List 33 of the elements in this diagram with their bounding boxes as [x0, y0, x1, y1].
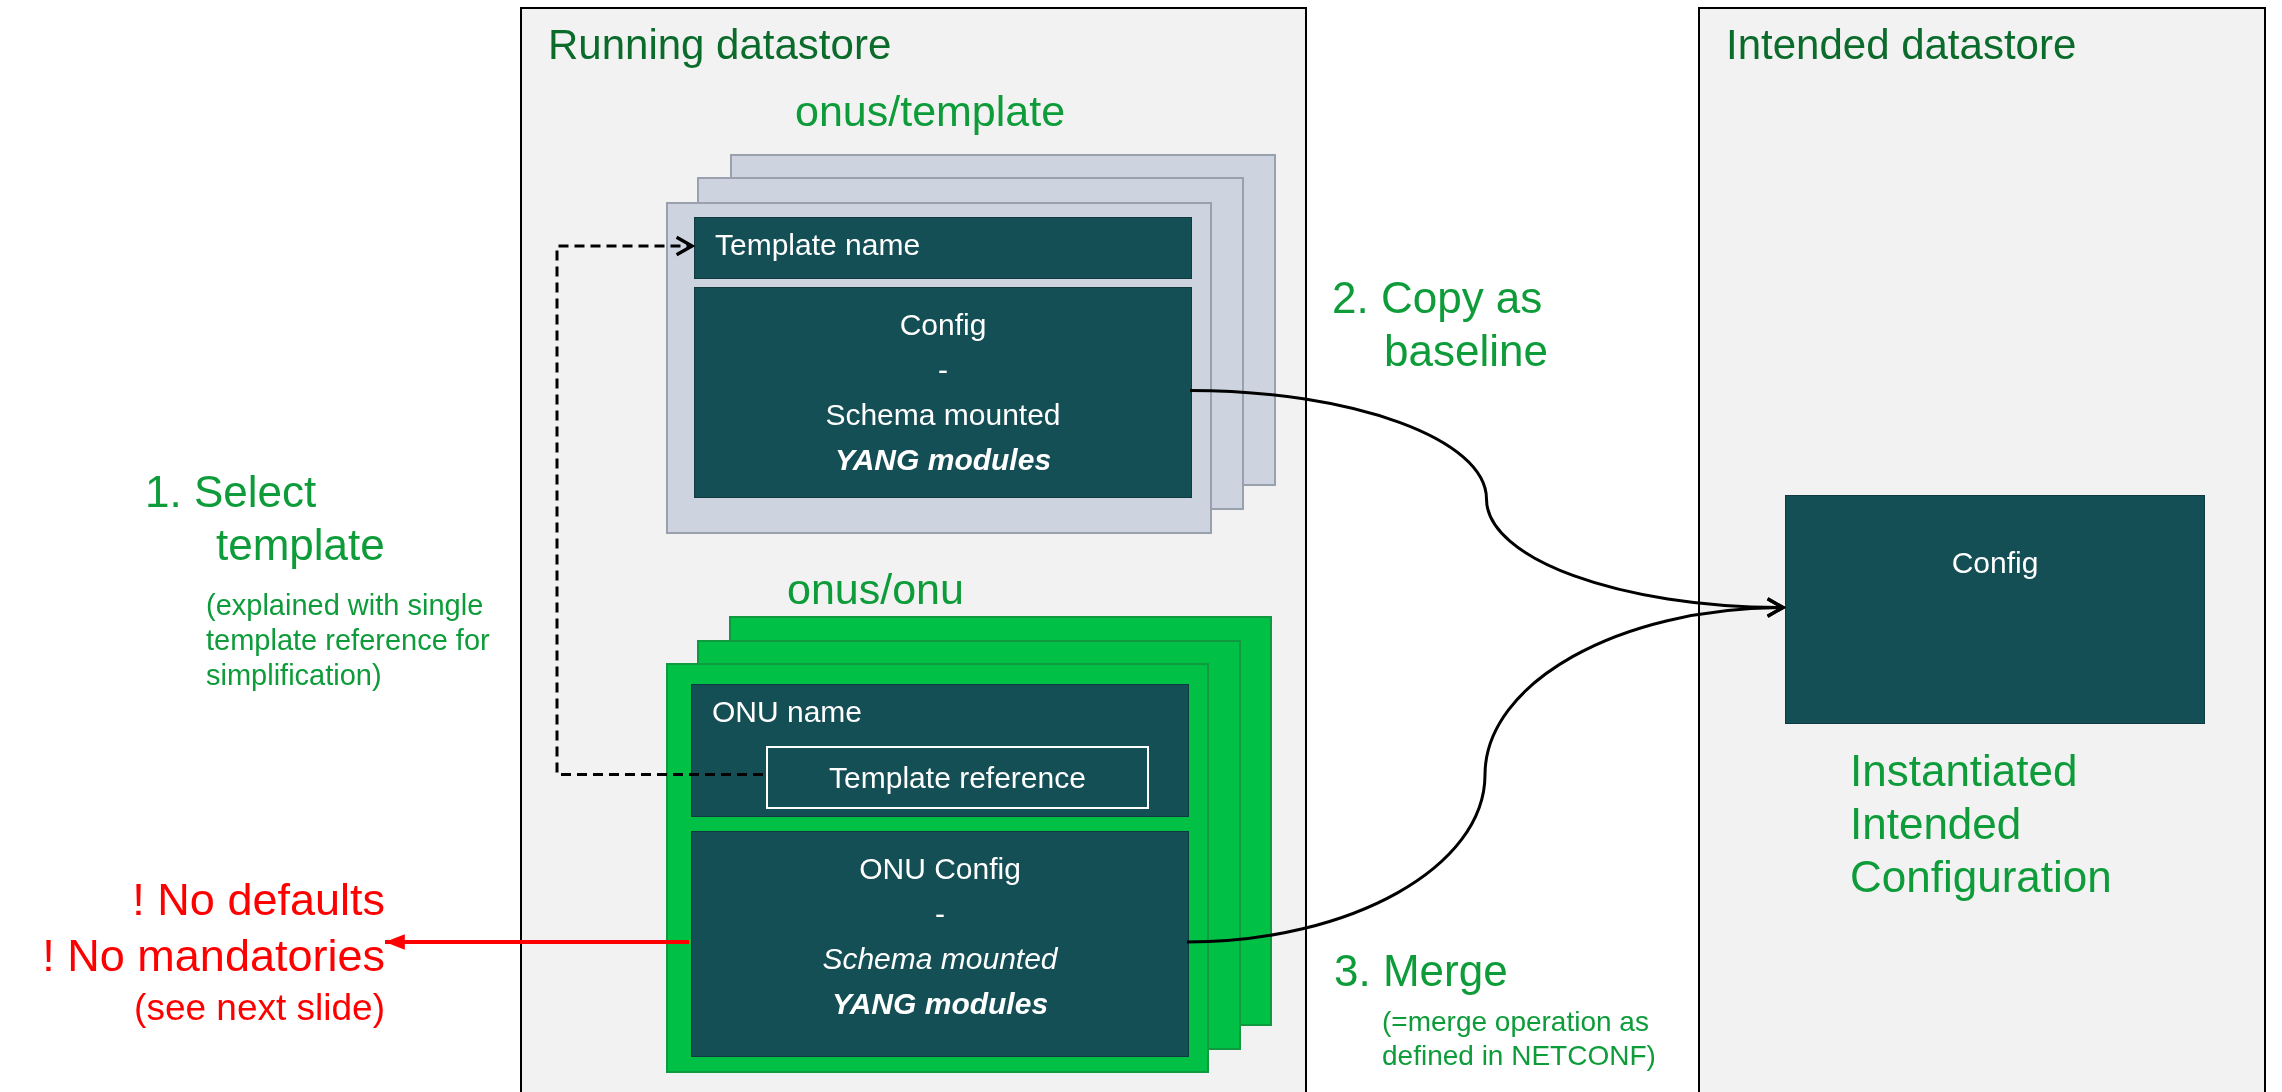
step-label: 1. Select template [145, 466, 386, 571]
config-text: - [938, 352, 948, 388]
bar-text: Template name [715, 228, 921, 262]
step-label: (explained with single template reference for simplification) [206, 588, 491, 693]
config-block [691, 831, 1189, 1057]
config-text: ONU Config [859, 851, 1021, 887]
step-label: 3. Merge [1334, 945, 1509, 997]
config-block [694, 287, 1192, 498]
reference-field: Template reference [766, 746, 1149, 809]
config-text: Config [899, 307, 987, 343]
config-text: Schema mounted YANG modules [825, 397, 1061, 478]
warning-text: (see next slide) [134, 985, 385, 1030]
step-label: 2. Copy as baseline [1332, 272, 1549, 377]
step-label: (=merge operation as defined in NETCONF) [1382, 1005, 1657, 1073]
panel-title: Intended datastore [1726, 21, 2077, 69]
stack-heading: onus/template [795, 87, 1066, 137]
caption-text: Instantiated Intended Configuration [1850, 745, 2113, 903]
arrow [385, 934, 689, 950]
panel-title: Running datastore [548, 21, 892, 69]
name-bar [691, 684, 1189, 817]
config-text: Schema mounted YANG modules [822, 941, 1058, 1022]
name-bar [694, 217, 1192, 279]
datastore-panel [1698, 7, 2266, 1092]
config-text: Config [1951, 545, 2039, 581]
datastore-panel [520, 7, 1307, 1092]
config-block [1785, 495, 2205, 724]
config-text: - [935, 896, 945, 932]
arrow [1186, 597, 1785, 944]
stack-heading: onus/onu [787, 565, 964, 615]
warning-text: ! No defaults [132, 873, 385, 927]
bar-text: ONU name [712, 695, 863, 729]
warning-text: ! No mandatories [42, 929, 385, 984]
arrow [555, 235, 763, 776]
